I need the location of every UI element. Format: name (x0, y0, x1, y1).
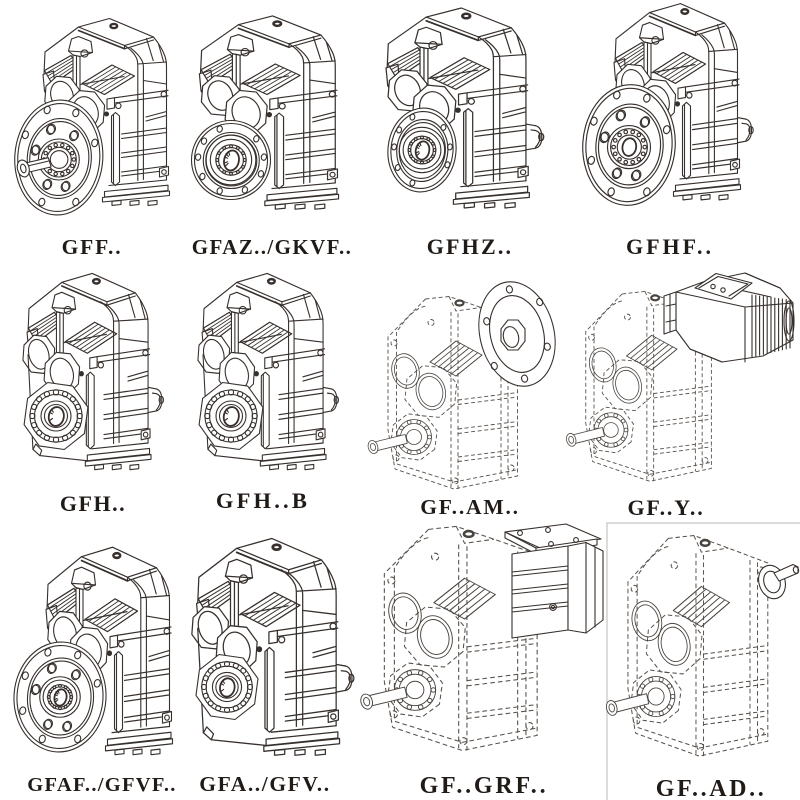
svg-text:GF..Y..: GF..Y.. (628, 495, 705, 520)
svg-text:GF..GRF..: GF..GRF.. (420, 773, 549, 799)
svg-text:GFH..: GFH.. (60, 491, 126, 516)
svg-text:GFAF../GFVF..: GFAF../GFVF.. (27, 774, 176, 796)
svg-text:GFAZ../GKVF..: GFAZ../GKVF.. (192, 235, 353, 259)
svg-text:GF..AM..: GF..AM.. (420, 495, 520, 519)
svg-text:GFHZ..: GFHZ.. (427, 234, 514, 259)
svg-text:GFF..: GFF.. (62, 235, 123, 259)
svg-text:GFH..B: GFH..B (216, 488, 310, 513)
svg-text:GF..AD..: GF..AD.. (656, 776, 767, 800)
svg-text:GFHF..: GFHF.. (626, 234, 714, 259)
svg-text:GFA../GFV..: GFA../GFV.. (199, 772, 330, 796)
